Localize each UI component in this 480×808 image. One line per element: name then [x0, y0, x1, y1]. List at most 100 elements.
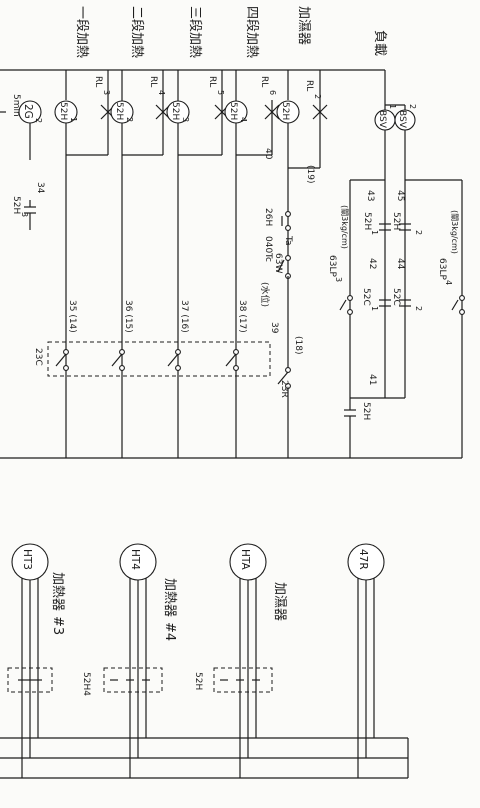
humidifier-label: 加濕器: [296, 6, 311, 45]
lp3-label: 63LP: [327, 255, 337, 277]
relay-47r: 47R: [347, 543, 385, 778]
contact-52c1-label: 52C: [361, 288, 371, 306]
heater-ht4-label: HT4: [129, 549, 141, 570]
lamp-rl4-subscript: 4: [157, 90, 166, 95]
water-level-label: (水位): [259, 282, 271, 307]
contact-52h3-label: 52H: [11, 196, 21, 214]
wire-36: 36 (15): [123, 300, 133, 333]
lp3-note: (關3kg/cm): [340, 205, 349, 249]
wire-43: 43: [365, 190, 375, 201]
power-circuit: HT3 加熱器 #3 52H4 HT4 加熱器 #4 52H HTA 加: [0, 543, 409, 779]
contact-52h1: 52H 1: [362, 212, 391, 235]
contact-52h2: 52H 2: [391, 212, 423, 235]
relay-52h4-label: 52H: [228, 102, 238, 120]
stage4-label: 四段加熱: [244, 6, 259, 58]
contact-52h: 52H: [344, 180, 371, 458]
lp4-note: (關3kg/cm): [450, 210, 459, 254]
heater3-number: #3: [50, 616, 65, 635]
switch-63w: Tc 63W Ta (水位): [259, 235, 293, 307]
pressure-switch-63lp4: 63LP 4 (關3kg/cm): [437, 210, 465, 315]
lp4-label: 63LP: [437, 258, 447, 280]
wire-41: 41: [367, 374, 377, 385]
wire-45: 45: [395, 190, 405, 201]
tc-label: Tc: [263, 252, 273, 262]
contact-26h: 26H: [263, 208, 291, 231]
thermostat-contact-2: [111, 349, 125, 371]
heater4-number: #4: [162, 622, 177, 641]
lamp-rl2-subscript: 2: [313, 94, 322, 99]
wire-40: 40: [263, 148, 273, 160]
thermostat-contact-3: [167, 349, 181, 371]
load-label: 負載: [372, 30, 387, 56]
contact-52c2: 52C 2: [391, 288, 423, 311]
wire-38: 38 (17): [237, 300, 247, 333]
heater-ht3: HT3 加熱器 #3: [7, 543, 65, 778]
contact-52h1-subscript: 1: [370, 230, 379, 235]
contact-52h2-subscript: 2: [414, 230, 423, 235]
lp4-subscript: 4: [444, 280, 453, 285]
contact-52h3-subscript: 3: [20, 212, 29, 217]
contactor-ht4-box: [103, 667, 163, 693]
relay-52h2-subscript: 2: [125, 117, 134, 122]
control-circuit: 5min 2G 2 52H 1 RL 3 52H 2: [0, 6, 465, 459]
relay-52h-label: 52H: [280, 102, 290, 120]
contactor-hta-box: [213, 667, 273, 693]
wire-18: (18): [293, 336, 303, 354]
wire-35: 35 (14): [67, 300, 77, 333]
thermostat-23c: 23C: [33, 341, 271, 377]
contact-52h-label: 52H: [361, 402, 371, 420]
lamp-rl2: [312, 104, 328, 120]
wire-42: 42: [367, 258, 377, 269]
wire-39: 39: [269, 322, 279, 334]
humidifier-lower-label: 加濕器: [272, 582, 287, 621]
contact-52h3: 52H 3 34: [11, 182, 45, 230]
thermostat-23c-label: 23C: [33, 348, 43, 366]
timer-label: 2G: [22, 104, 34, 119]
lamp-rl3-label: RL: [93, 76, 103, 87]
wire-37: 37 (16): [179, 300, 189, 333]
contact-52h2-label: 52H: [391, 212, 401, 230]
contact-52h1-label: 52H: [362, 212, 372, 230]
contact-52c1-subscript: 1: [370, 306, 379, 311]
relay-column-1: 52H 1 RL 3: [54, 76, 116, 458]
relay-52h2-label: 52H: [114, 102, 124, 120]
lamp-rl5-label: RL: [207, 76, 217, 87]
heater4-label: 加熱器: [162, 578, 177, 617]
bsv-valves: BSV 1 BSV 2: [350, 104, 462, 181]
contact-23r-label: 23R: [279, 380, 289, 398]
timer-2g: 5min 2G 2: [0, 94, 43, 160]
contactor-52h4-label: 52H4: [81, 672, 91, 696]
heater3-label: 加熱器: [50, 572, 65, 611]
relay-52h1-subscript: 1: [69, 117, 78, 122]
timer-subscript: 2: [34, 118, 43, 123]
wire-34: 34: [35, 182, 45, 194]
relay-column-2: 52H 2 RL 4: [110, 70, 171, 458]
bsv1-subscript: 1: [388, 104, 397, 109]
stage2-label: 二段加熱: [129, 6, 144, 58]
lamp-rl6-label: RL: [259, 76, 269, 87]
wire-19: (19): [305, 165, 315, 183]
switch-63w-label: 63W: [273, 253, 283, 273]
contact-26h-label: 26H: [263, 208, 273, 226]
bsv1-label: BSV: [377, 110, 387, 129]
timer-setting: 5min: [11, 94, 21, 117]
contact-23r: 23R: [277, 367, 291, 398]
lamp-rl6: [264, 104, 280, 120]
contact-52c2-subscript: 2: [414, 306, 423, 311]
lamp-rl6-subscript: 6: [268, 90, 277, 95]
contactor-ht3-box: [7, 667, 53, 693]
relay-52h1-label: 52H: [58, 102, 68, 120]
lamp-rl5-subscript: 5: [216, 90, 225, 95]
thermostat-23c-box: [47, 341, 271, 377]
relay-52h3-label: 52H: [170, 102, 180, 120]
heater-hta-label: HTA: [239, 549, 251, 570]
relay-52h3-subscript: 3: [181, 117, 190, 122]
wire-44: 44: [395, 258, 405, 270]
lamp-rl3-subscript: 3: [102, 90, 111, 95]
pressure-switch-63lp3: 63LP 3 (關3kg/cm): [327, 205, 353, 315]
contact-52c1: 52C 1: [361, 288, 391, 311]
wire-040: 040: [263, 236, 273, 253]
contact-52c2-label: 52C: [391, 288, 401, 306]
ta-label: Ta: [283, 235, 293, 246]
